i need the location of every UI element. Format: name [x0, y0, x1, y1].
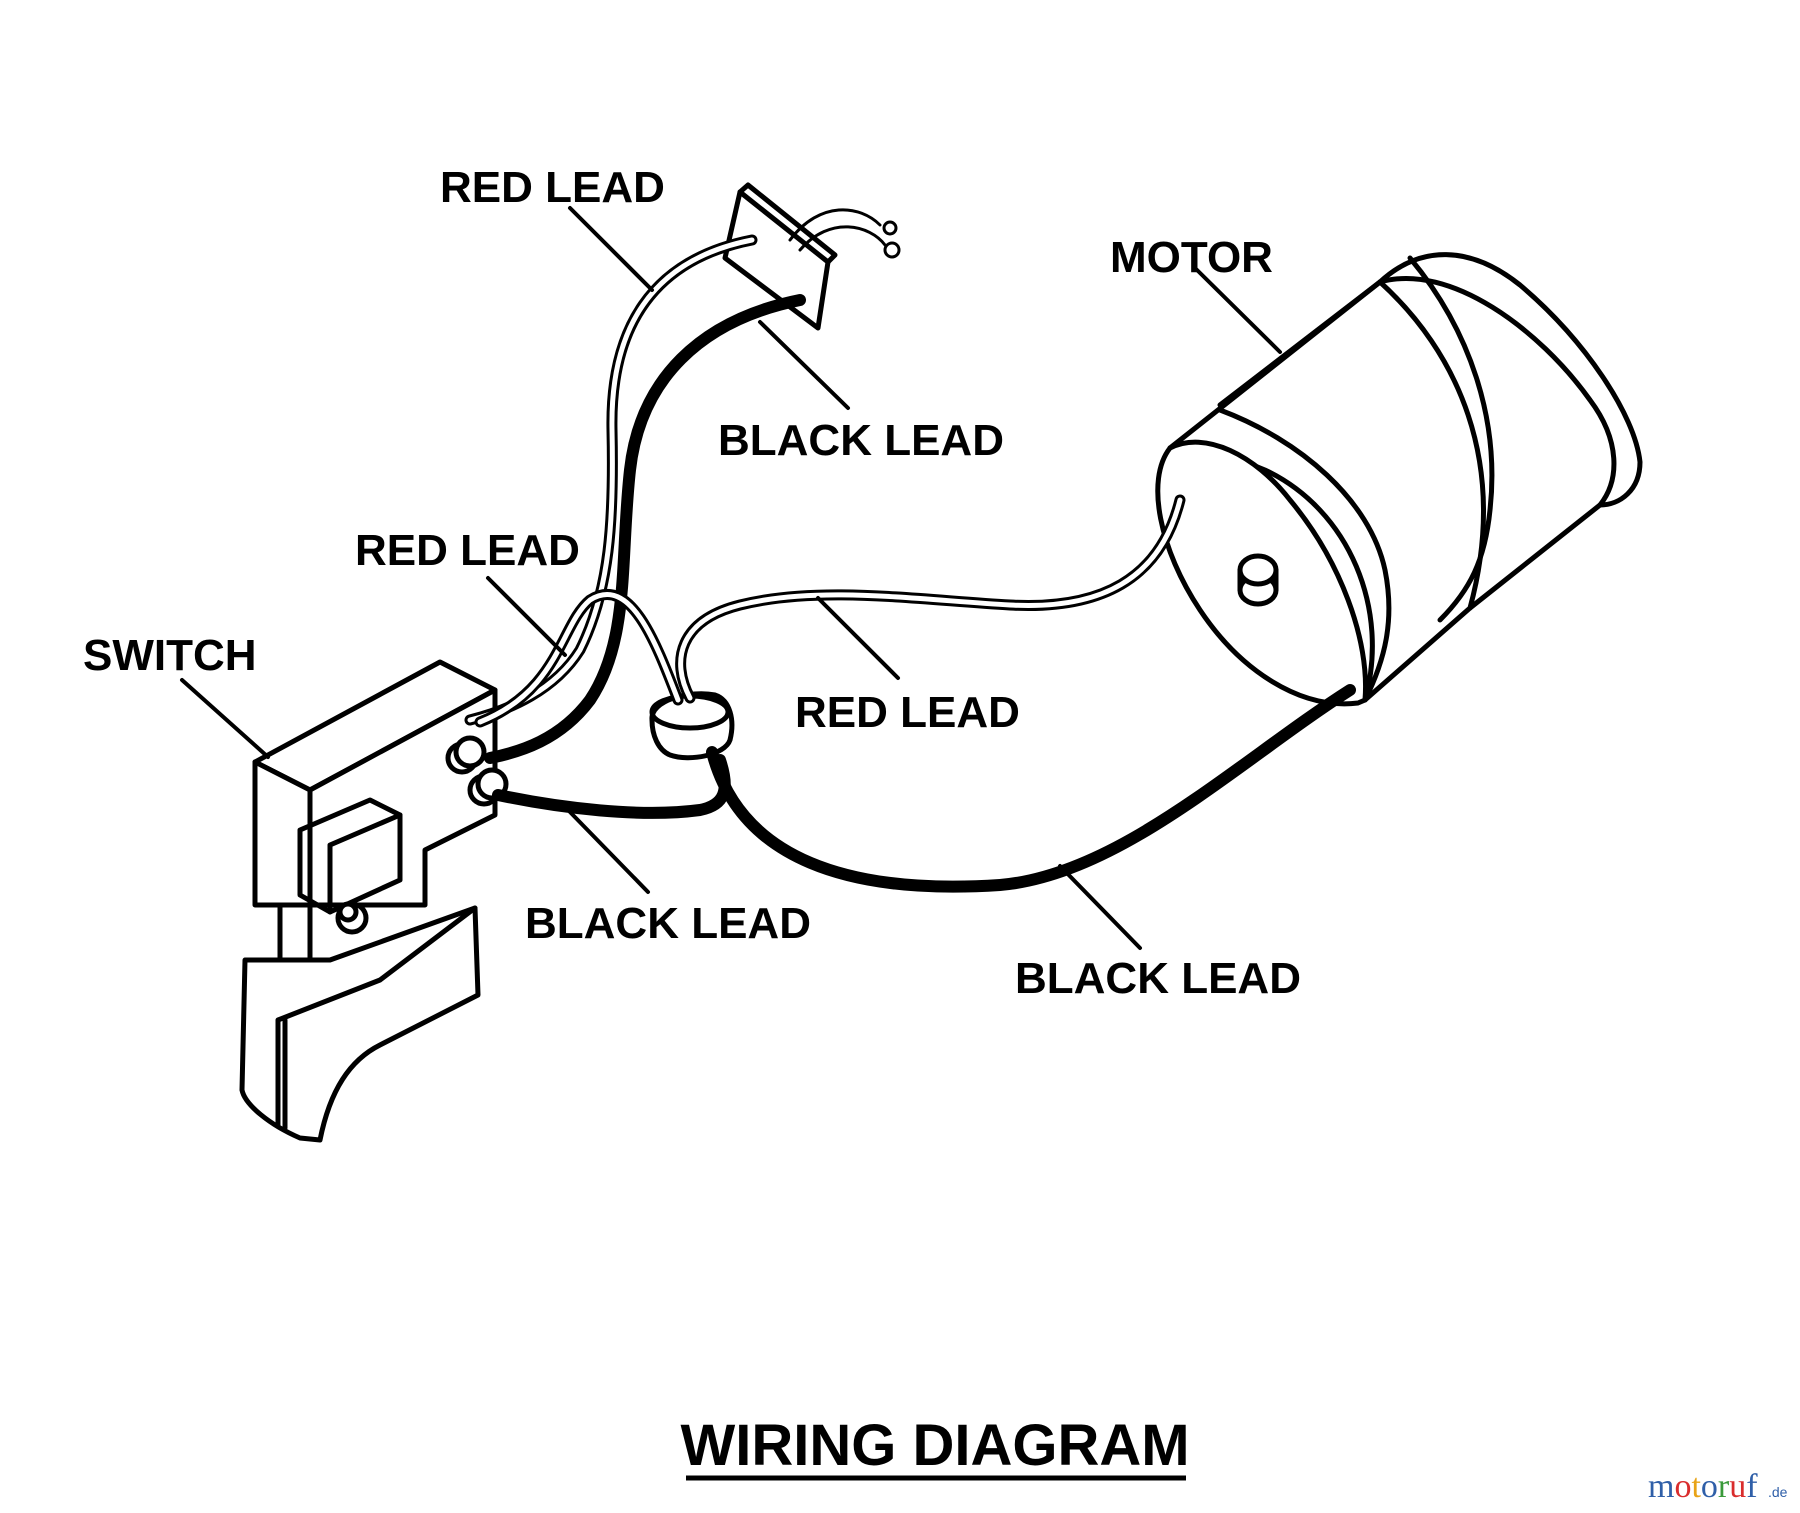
ferrite-choke — [649, 691, 735, 761]
diagram-title: WIRING DIAGRAM — [680, 1413, 1189, 1478]
red-lead-choke-motor-fill — [678, 497, 1183, 701]
label-red-lead-top: RED LEAD — [440, 163, 665, 212]
motor — [1155, 252, 1643, 707]
switch-trigger — [239, 905, 481, 1143]
black-lead-switch-choke — [492, 754, 731, 819]
black-lead-plug-switch — [484, 294, 806, 764]
switch-notch-inner — [327, 812, 403, 915]
switch-notch — [297, 797, 403, 915]
leader-lines — [180, 206, 1282, 950]
label-motor: MOTOR — [1110, 233, 1273, 282]
watermark-suffix: .de — [1768, 1484, 1788, 1500]
watermark: motoruf .de — [1648, 1468, 1788, 1505]
black-lead-choke-motor — [706, 684, 1356, 893]
label-switch: SWITCH — [83, 631, 257, 680]
motor-band-1 — [1217, 407, 1392, 703]
label-black-lead-bottom-left: BLACK LEAD — [525, 899, 811, 948]
switch — [239, 659, 509, 1143]
label-red-lead-right: RED LEAD — [795, 688, 1020, 737]
motor-band-3 — [1217, 279, 1383, 408]
watermark-text: motoruf — [1648, 1468, 1758, 1505]
red-lead-switch-choke-fill — [477, 592, 681, 725]
switch-stem — [277, 902, 313, 963]
red-lead-plug-switch-fill — [467, 237, 755, 723]
switch-trigger-edge — [275, 905, 478, 1131]
motor-band-2 — [1407, 255, 1495, 623]
label-black-lead-top: BLACK LEAD — [718, 416, 1004, 465]
plug-connector — [722, 182, 901, 331]
label-black-lead-bottom-right: BLACK LEAD — [1015, 954, 1301, 1003]
label-red-lead-mid: RED LEAD — [355, 526, 580, 575]
motor-shaft — [1237, 553, 1279, 607]
motor-end-bell-rim — [1377, 275, 1617, 508]
